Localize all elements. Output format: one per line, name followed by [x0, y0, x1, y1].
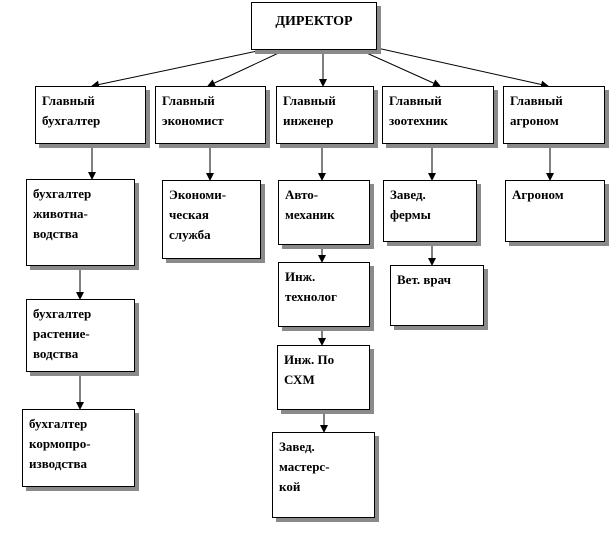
edge-director-chief-zootechnician [359, 49, 441, 87]
node-farm-head: Завед. фермы [383, 180, 477, 242]
node-chief-accountant: Главный бухгалтер [35, 86, 146, 144]
node-veterinarian: Вет. врач [390, 265, 484, 326]
node-auto-mechanic: Авто- механик [278, 180, 370, 245]
edge-director-chief-economist [207, 49, 286, 87]
node-accountant-feed: бухгалтер кормопро- изводства [22, 409, 135, 487]
node-chief-zootechnician: Главный зоотехник [382, 86, 494, 144]
node-accountant-crop: бухгалтер растение- водства [26, 299, 135, 372]
node-engineer-agri-machinery: Инж. По СХМ [277, 345, 370, 410]
node-engineer-technologist: Инж. технолог [278, 262, 370, 327]
node-workshop-head: Завед. мастерс- кой [272, 432, 375, 518]
node-accountant-livestock: бухгалтер животна- водства [26, 179, 135, 266]
node-director: ДИРЕКТОР [251, 2, 377, 50]
edge-director-chief-agronomist [376, 47, 549, 89]
node-agronomist: Агроном [505, 180, 605, 242]
node-chief-economist: Главный экономист [155, 86, 266, 144]
node-chief-engineer: Главный инженер [276, 86, 374, 144]
node-chief-agronomist: Главный агроном [503, 86, 605, 144]
edge-director-chief-accountant [91, 49, 263, 89]
node-economic-service: Экономи- ческая служба [162, 180, 261, 259]
